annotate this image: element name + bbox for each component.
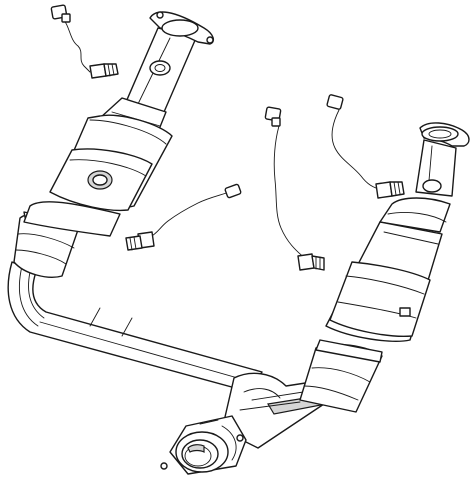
oxygen-sensor-2 [125, 183, 242, 251]
y-pipe [7, 261, 331, 449]
oxygen-sensor-4 [326, 94, 405, 199]
left-catalytic-converter [13, 11, 215, 278]
right-catalytic-converter [299, 122, 470, 413]
outlet-flange [160, 415, 247, 475]
oxygen-sensor-1 [50, 4, 119, 79]
oxygen-sensor-3 [264, 106, 325, 271]
